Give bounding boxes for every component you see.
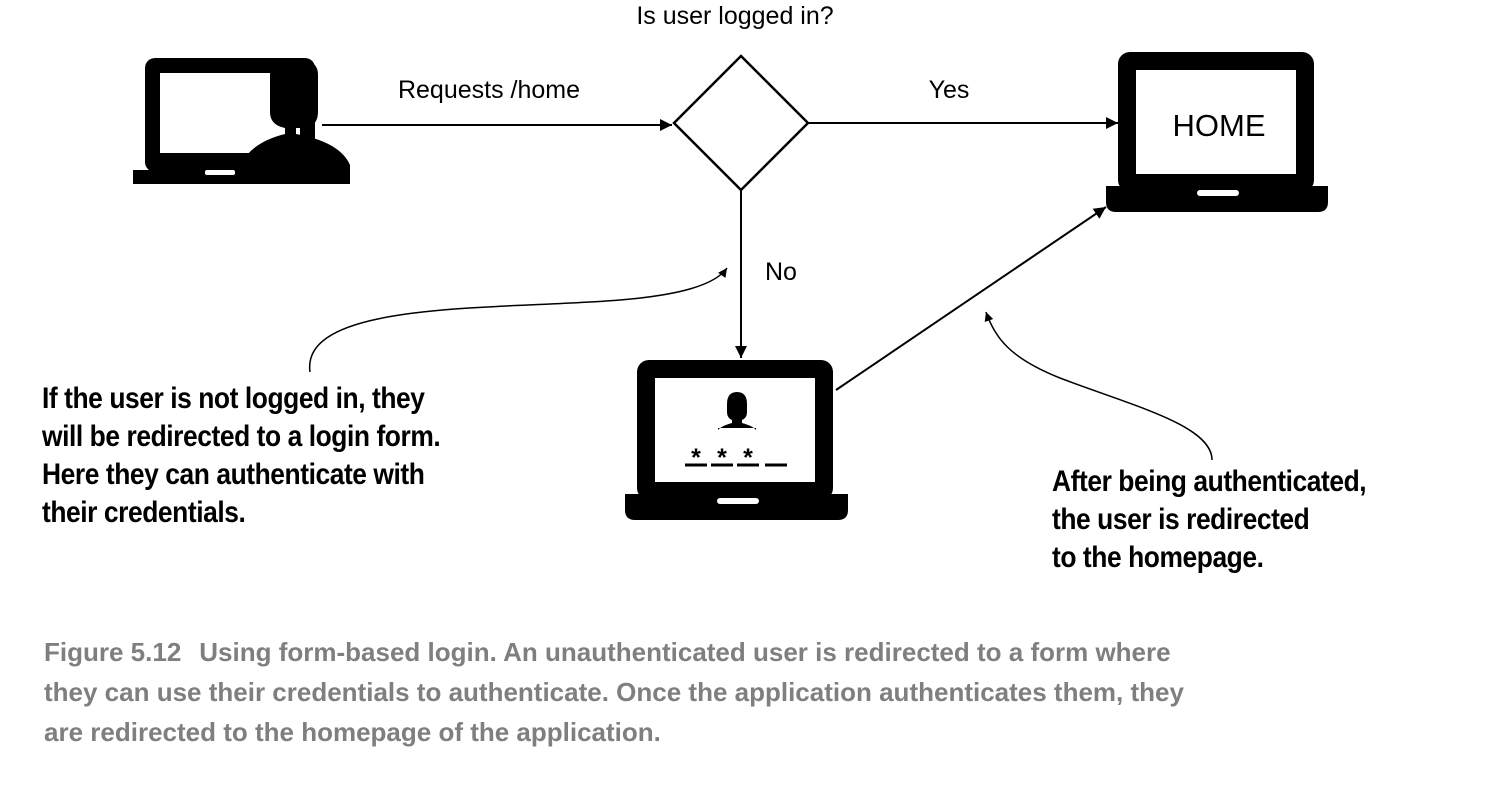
caption-line: are redirected to the homepage of the ap… [44,717,661,747]
caption-line: Figure 5.12 Using form-based login. An un… [44,632,1464,672]
password-mask-char: * [743,444,753,472]
annotation-home: After being authenticated, the user is r… [1052,463,1367,577]
decision-label: Is user logged in? [636,2,833,30]
home-screen-text: HOME [1173,108,1266,143]
home-laptop-icon [1106,52,1328,212]
user-laptop-icon [133,58,350,184]
annotation-login-line: If the user is not logged in, they [42,382,425,415]
annotation-login-line: their credentials. [42,496,246,529]
redirect-home-arrow [835,206,1107,391]
annotation-home-leader [984,311,1213,461]
password-mask-char: * [717,444,727,472]
request-label: Requests /home [398,76,580,104]
password-field: * * * [685,444,787,472]
annotation-login-line: will be redirected to a login form. [42,420,441,453]
annotation-login-line: Here they can authenticate with [42,458,425,491]
annotation-login-leader [309,267,728,373]
yes-label: Yes [929,76,970,104]
figure-number: Figure 5.12 [44,637,182,667]
decision-diamond [672,54,810,192]
annotation-home-line: After being authenticated, [1052,465,1367,498]
login-avatar-icon [718,392,756,430]
caption-line: they can use their credentials to authen… [44,677,1184,707]
password-mask-char: * [691,444,701,472]
caption-text: Using form-based login. An unauthenticat… [199,637,1171,667]
figure-caption: Figure 5.12 Using form-based login. An un… [44,632,1464,752]
no-label: No [765,258,797,286]
annotation-home-line: the user is redirected [1052,503,1310,536]
annotation-login: If the user is not logged in, they will … [42,380,441,532]
login-laptop-icon [625,360,848,520]
annotation-home-line: to the homepage. [1052,541,1264,574]
